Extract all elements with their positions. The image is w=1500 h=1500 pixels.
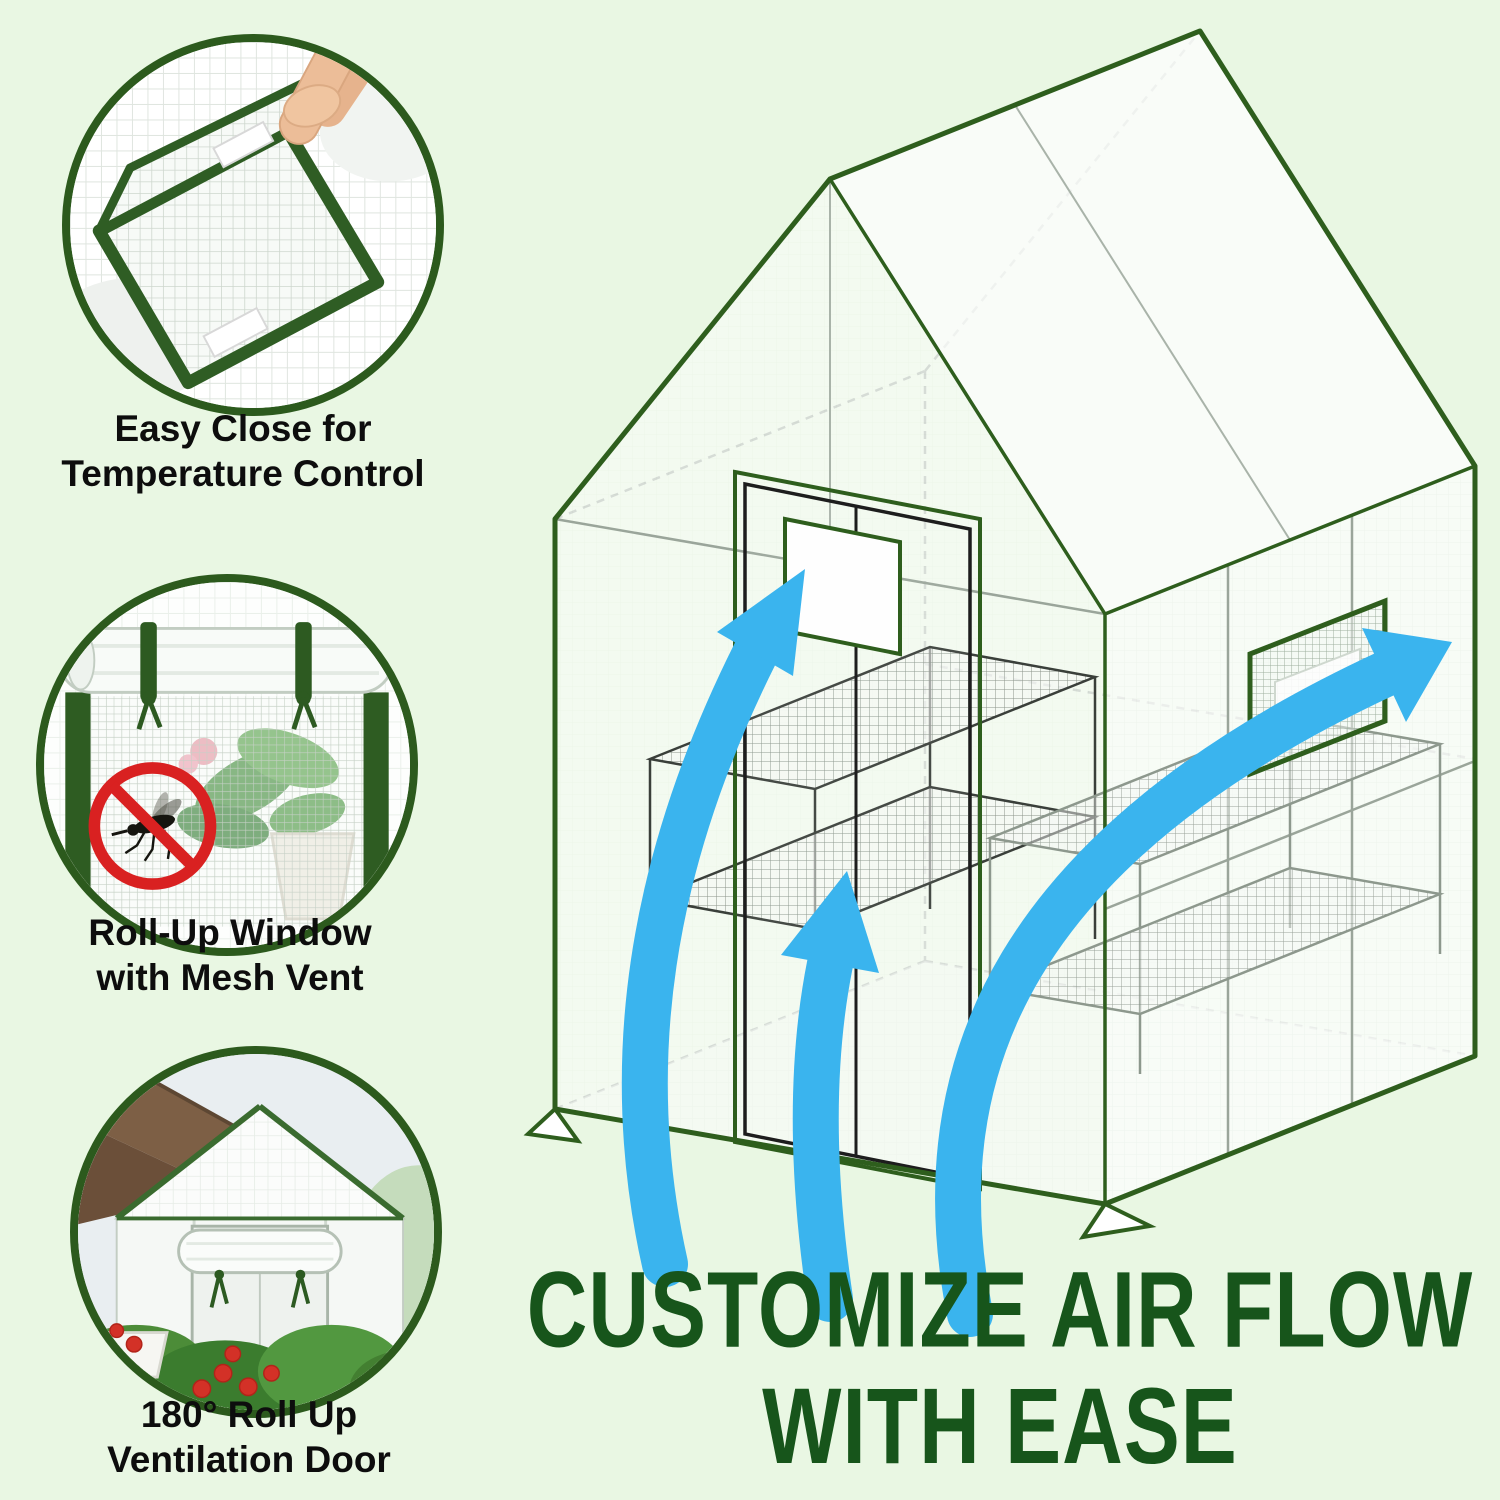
feature-photo-rollup-window [36,574,418,956]
no-mosquito-icon [88,762,217,890]
mesh-window-illustration [44,582,410,948]
caption-line: 180° Roll Up [140,1394,358,1435]
headline: CUSTOMIZE AIR FLOW WITH EASE [505,1252,1495,1484]
airflow-arrows [621,569,1452,1337]
greenhouse-airflow-diagram [523,28,1478,1337]
caption-easy-close: Easy Close for Temperature Control [0,406,486,496]
rolled-up-flap [58,627,395,694]
headline-line-2: WITH EASE [762,1365,1238,1486]
caption-rollup-door: 180° Roll Up Ventilation Door [10,1392,488,1482]
velcro-strip [202,306,269,359]
caption-line: Roll-Up Window [88,912,372,953]
caption-line: Ventilation Door [107,1439,391,1481]
caption-rollup-window: Roll-Up Window with Mesh Vent [0,910,460,1000]
bottom-skirt [523,1105,1157,1240]
caption-line: with Mesh Vent [96,957,364,999]
caption-line: Easy Close for [114,408,372,449]
airflow-arrow-door-bottom [781,871,879,1322]
headline-line-1: CUSTOMIZE AIR FLOW [526,1249,1474,1370]
rolled-door [177,1228,343,1308]
feature-photo-easy-close [62,34,444,416]
green-tape-right [363,692,389,931]
velcro-flap-illustration [70,42,436,408]
airflow-arrow-side-window [935,628,1452,1337]
strawberries [109,1323,280,1399]
greenhouse-door-illustration [78,1054,434,1410]
velcro-strip [212,120,275,169]
greenhouse-outline [552,28,1478,1207]
airflow-arrow-door-window [621,569,805,1287]
door-opening [733,469,982,1192]
caption-line: Temperature Control [61,453,425,495]
tie-straps [136,622,318,730]
feature-photo-rollup-door [70,1046,442,1418]
green-tape-left [65,692,91,931]
